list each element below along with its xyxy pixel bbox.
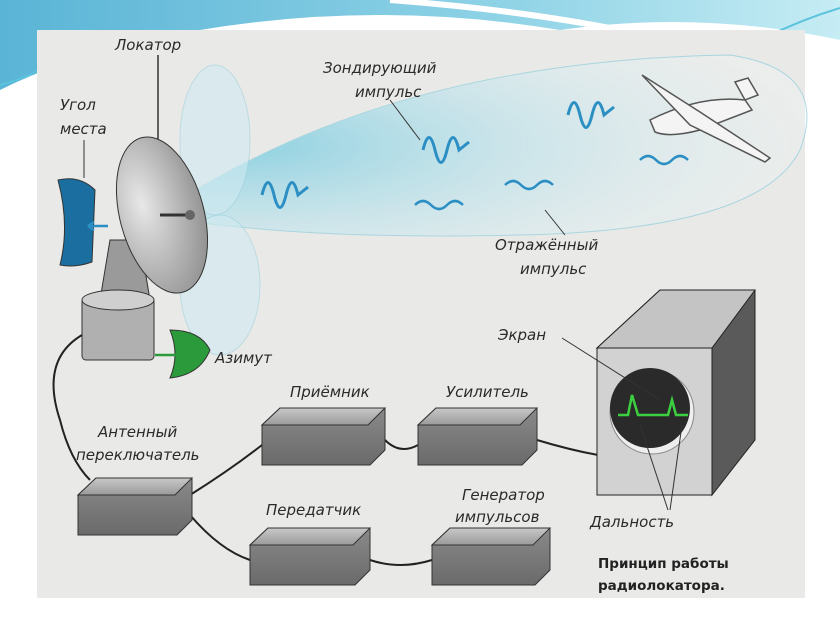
label-transmitter: Передатчик [266, 501, 361, 519]
transmitter-box [248, 527, 372, 586]
azimuth-scale [155, 329, 211, 379]
label-antenna-switch-1: Антенный [97, 423, 177, 441]
caption-line-2: радиолокатора. [598, 578, 725, 594]
label-receiver: Приёмник [290, 383, 370, 401]
amplifier-box [416, 407, 539, 466]
label-elevation-1: Угол [60, 96, 96, 114]
label-generator-1: Генератор [462, 486, 545, 504]
label-probe-pulse-1: Зондирующий [323, 59, 437, 77]
label-reflected-pulse-2: импульс [520, 260, 587, 278]
label-azimuth: Азимут [214, 349, 273, 367]
radar-screen [610, 368, 690, 448]
pulse-generator-box [430, 527, 552, 586]
label-probe-pulse-2: импульс [355, 83, 422, 101]
receiver-box [260, 407, 387, 466]
label-amplifier: Усилитель [446, 383, 529, 401]
label-elevation-2: места [60, 120, 107, 138]
reflected-pulse-waves [414, 154, 689, 211]
radar-antenna [81, 55, 209, 361]
cables [52, 334, 599, 566]
label-locator: Локатор [114, 36, 181, 54]
label-generator-2: импульсов [455, 508, 540, 526]
label-reflected-pulse-1: Отражённый [495, 236, 598, 254]
airplane-icon [641, 74, 772, 163]
screen-trace [618, 394, 688, 417]
caption-line-1: Принцип работы [598, 556, 729, 572]
probe-pulse-waves [260, 101, 615, 209]
label-screen: Экран [497, 326, 546, 344]
label-range: Дальность [589, 513, 674, 531]
elevation-scale [57, 140, 108, 267]
display-cabinet [389, 99, 756, 511]
label-antenna-switch-2: переключатель [76, 446, 200, 464]
antenna-switch-box [76, 477, 194, 536]
